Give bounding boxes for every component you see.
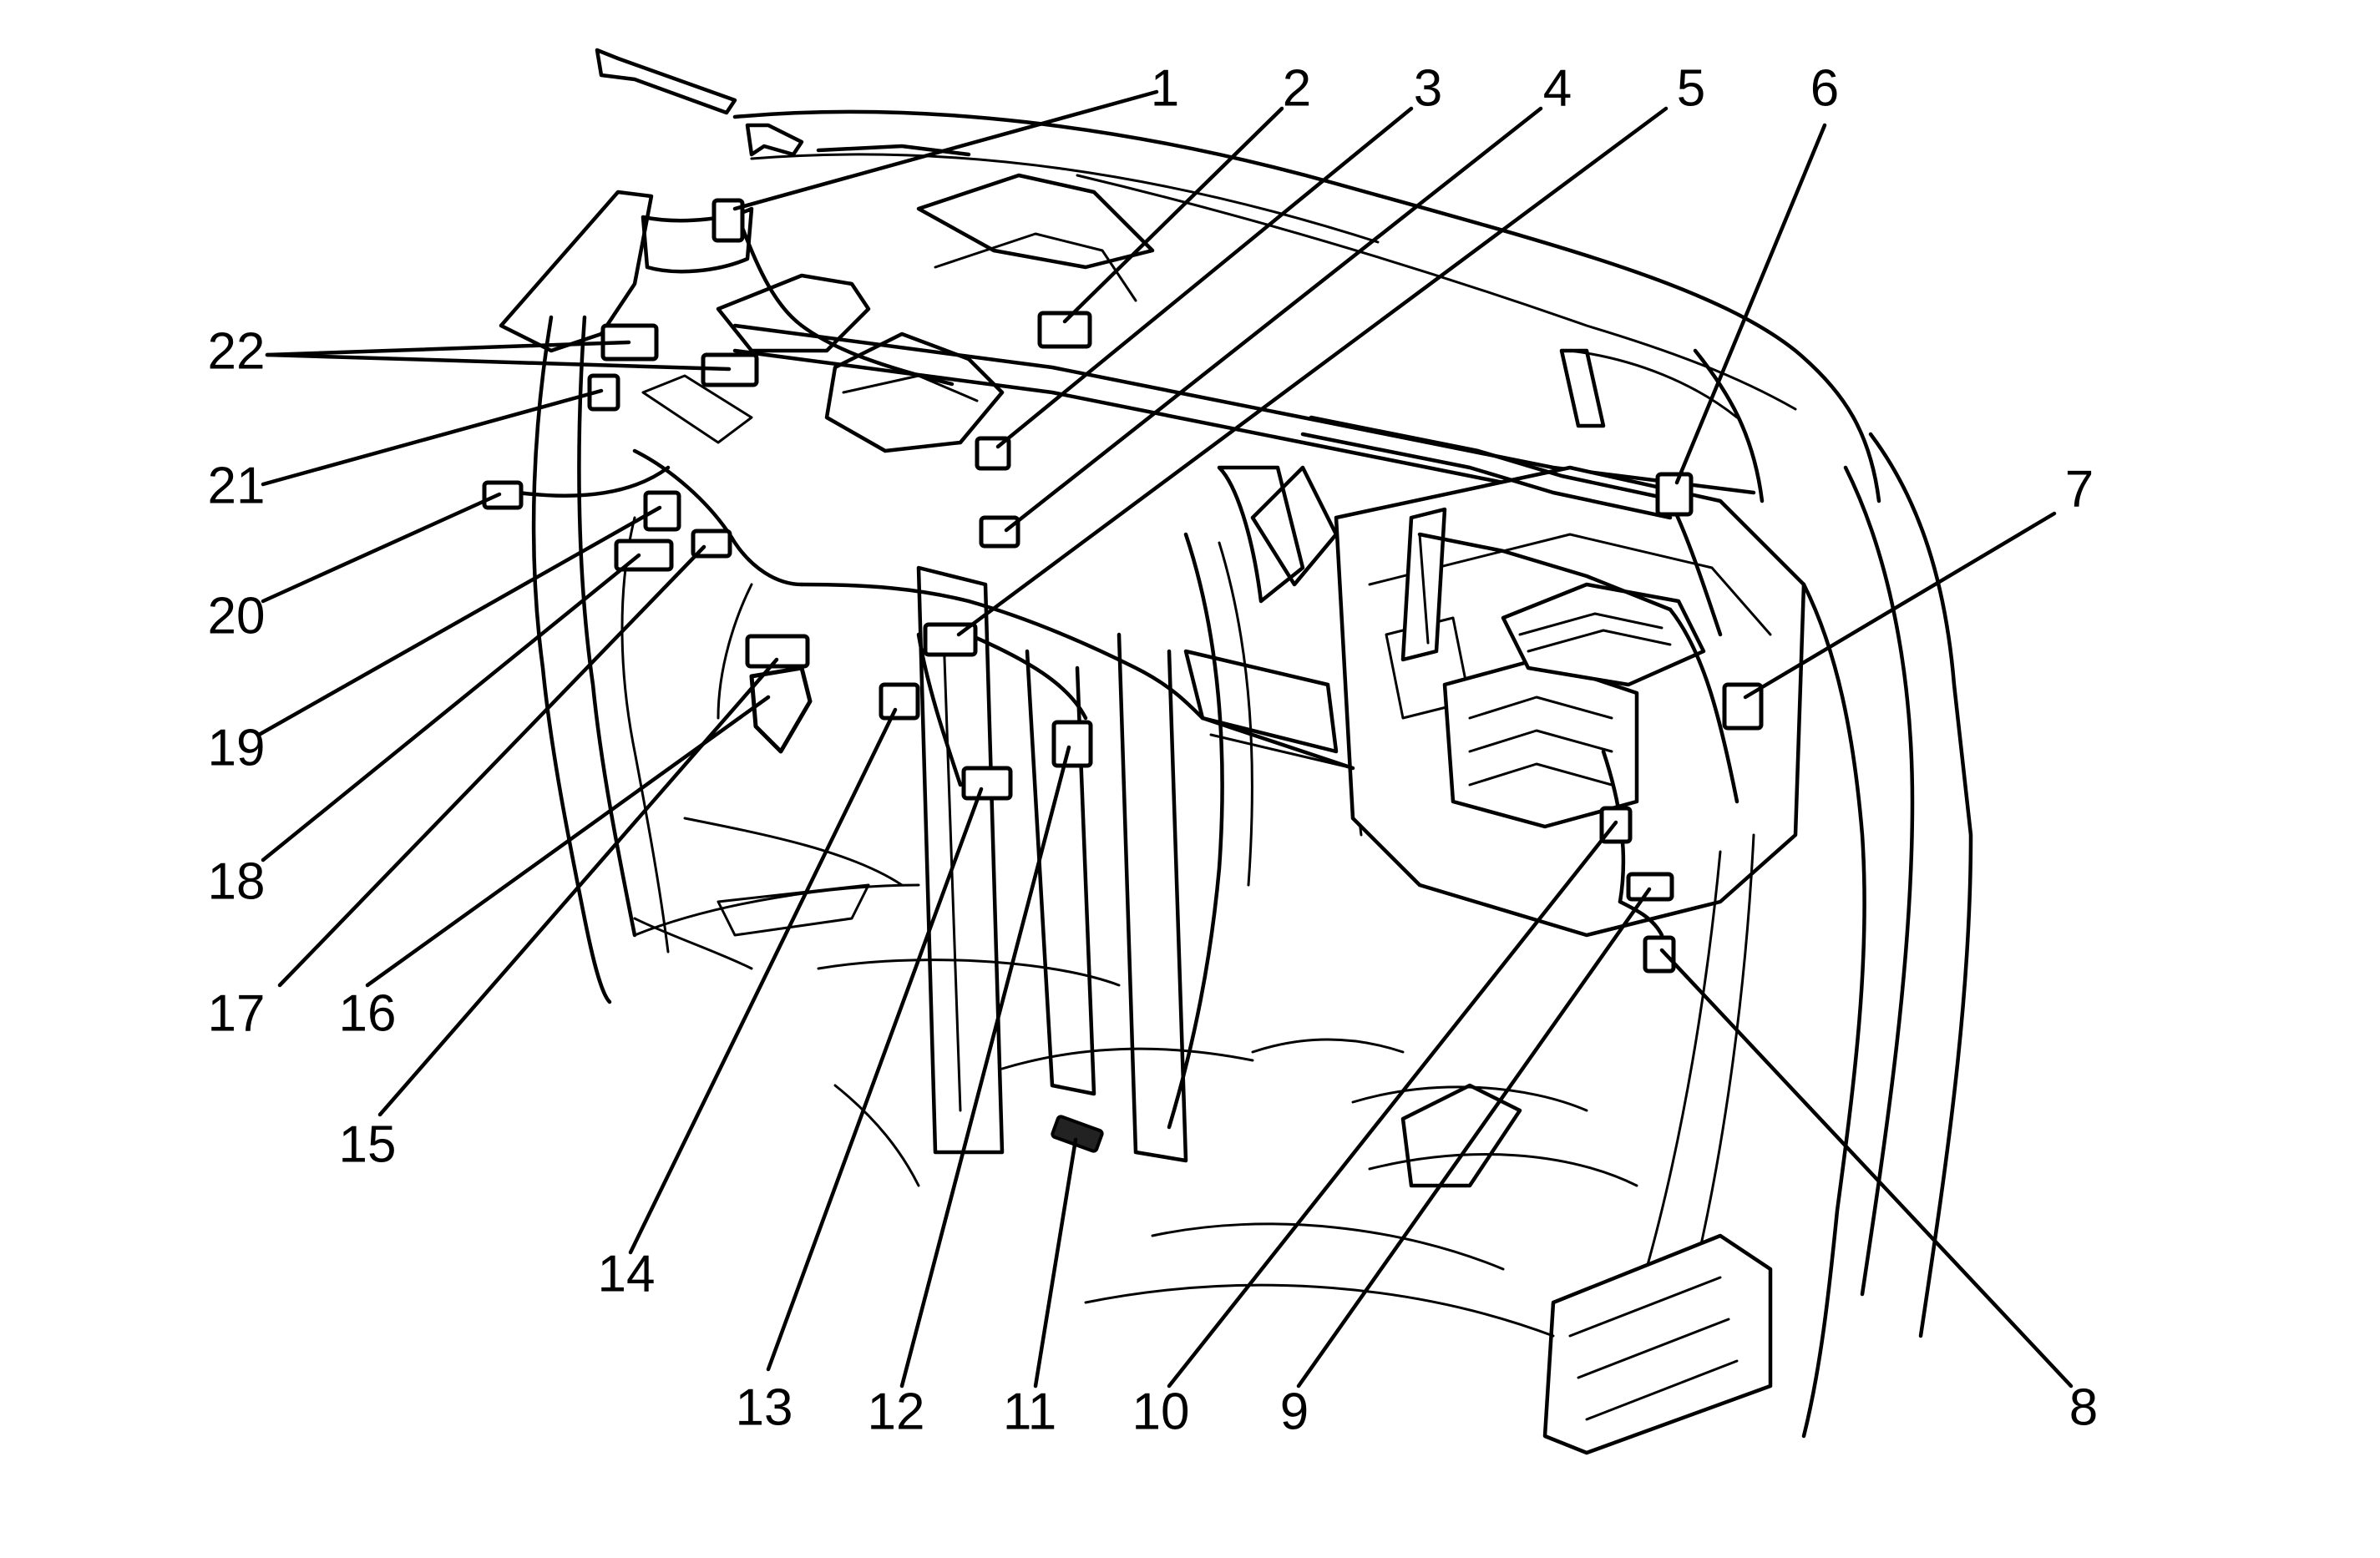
leader-17: [277, 544, 706, 988]
connector-15: [745, 634, 810, 669]
leader-20: [261, 492, 502, 604]
leader-10: [1167, 820, 1618, 1389]
connector-16: [749, 665, 813, 754]
callout-10: 10: [1132, 1383, 1190, 1440]
callout-13: 13: [736, 1378, 793, 1436]
leader-4: [1004, 106, 1543, 533]
leader-5: [956, 106, 1669, 637]
leader-15: [377, 657, 779, 1117]
callout-1: 1: [1151, 59, 1179, 117]
connector-13: [961, 766, 1013, 801]
callout-2: 2: [1283, 59, 1311, 117]
leader-11: [1033, 1137, 1078, 1389]
callout-7: 7: [2065, 460, 2094, 518]
leader-2: [1062, 106, 1284, 324]
connector-11: [1051, 1115, 1104, 1153]
callout-21: 21: [208, 457, 266, 514]
callout-3: 3: [1414, 59, 1442, 117]
callout-5: 5: [1677, 59, 1705, 117]
connector-8: [1643, 935, 1676, 974]
callout-16: 16: [339, 984, 397, 1042]
connector-20: [482, 480, 524, 510]
callout-8: 8: [2069, 1378, 2098, 1436]
callout-22: 22: [208, 322, 266, 380]
leader-22a: [265, 340, 631, 357]
vehicle-line-art: [499, 48, 1973, 1455]
leader-16: [365, 695, 771, 988]
leader-8: [1659, 948, 2074, 1389]
leader-9: [1296, 887, 1652, 1389]
leader-3: [995, 106, 1414, 449]
connector-19: [643, 490, 681, 532]
leader-1: [732, 89, 1159, 211]
leader-6: [1674, 123, 1827, 485]
callout-19: 19: [208, 719, 266, 776]
connector-14: [879, 682, 920, 721]
leader-22b: [265, 352, 732, 372]
leader-lines: [256, 89, 2074, 1389]
callout-11: 11: [1003, 1383, 1056, 1440]
connector-9: [1626, 872, 1674, 902]
callout-15: 15: [339, 1115, 397, 1173]
callout-20: 20: [208, 587, 266, 645]
leader-14: [628, 707, 898, 1255]
connector-7: [1722, 682, 1764, 731]
callout-14: 14: [598, 1245, 656, 1303]
connector-12: [1051, 720, 1093, 768]
connector-4: [979, 515, 1020, 549]
callout-12: 12: [868, 1383, 925, 1440]
leader-13: [766, 787, 984, 1372]
callout-17: 17: [208, 984, 266, 1042]
callout-9: 9: [1280, 1383, 1309, 1440]
callout-labels: 1 2 3 4 5 6 7 8 9 10 11 12 13 14 15 16 1…: [208, 59, 2099, 1440]
leader-12: [899, 745, 1071, 1389]
connector-2: [1037, 311, 1092, 349]
callout-4: 4: [1543, 59, 1572, 117]
leader-7: [1743, 511, 2057, 700]
leader-18: [261, 553, 641, 862]
leader-21: [261, 388, 604, 487]
connector-6: [1655, 472, 1694, 517]
callout-6: 6: [1810, 59, 1839, 117]
callout-18: 18: [208, 852, 266, 910]
leader-19: [256, 505, 662, 737]
